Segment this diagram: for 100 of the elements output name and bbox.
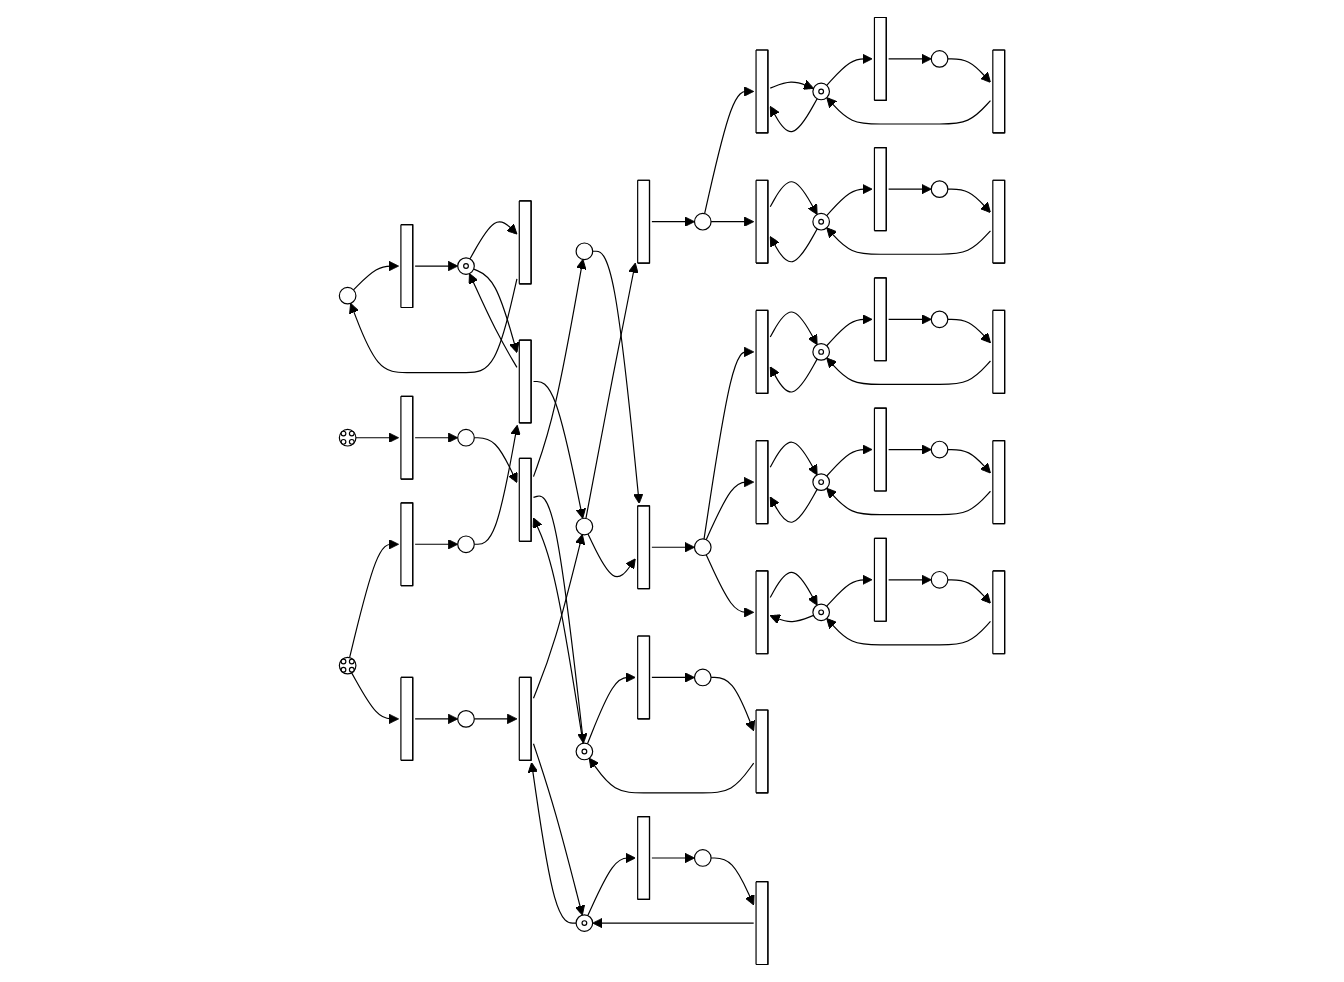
arc-arrow	[888, 574, 932, 585]
place-circle	[457, 710, 475, 728]
arc-arrow	[826, 444, 873, 477]
place-circle	[338, 428, 357, 447]
arc-arrow	[651, 672, 695, 683]
arc-arrow	[414, 260, 459, 272]
arc-arrow	[769, 358, 818, 393]
arc-arrow	[527, 762, 577, 924]
arc-arrow	[826, 314, 873, 347]
transition-bar	[518, 457, 532, 542]
arc-arrow	[651, 542, 695, 553]
place-circle	[693, 849, 712, 867]
arc-arrow	[349, 539, 399, 659]
arc-arrow	[651, 216, 695, 227]
place-circle	[338, 656, 357, 675]
arc-arrow	[349, 278, 518, 374]
transition-bar	[873, 407, 887, 492]
transition-bar	[518, 339, 532, 424]
transition-bar	[992, 49, 1006, 134]
transition-bar	[992, 179, 1006, 264]
arc-arrow	[352, 260, 399, 291]
transition-bar	[400, 676, 414, 761]
arc-arrow	[947, 318, 991, 344]
arc-arrow	[473, 713, 518, 725]
arc-arrow	[532, 495, 588, 744]
arc-arrow	[587, 533, 636, 578]
arc-arrow	[532, 743, 586, 916]
arc-arrow	[769, 311, 818, 346]
place-circle	[812, 473, 831, 491]
arc-arrow	[888, 53, 932, 65]
arc-arrow	[532, 258, 587, 478]
arc-arrow	[769, 228, 818, 263]
arc-arrow	[703, 346, 755, 540]
arc-arrow	[710, 676, 756, 732]
transition-bar	[755, 309, 769, 394]
place-circle	[812, 82, 831, 101]
transition-bar	[873, 277, 887, 362]
arc-arrow	[588, 757, 755, 794]
arc-arrow	[532, 517, 584, 744]
arc-arrow	[473, 268, 520, 353]
arc-arrow	[826, 487, 992, 516]
place-circle	[812, 212, 831, 231]
transition-bar	[637, 815, 651, 900]
transition-bar	[755, 881, 769, 966]
arc-arrow	[592, 917, 755, 929]
transition-bar	[755, 570, 769, 655]
arc-arrow	[355, 432, 399, 443]
place-circle	[338, 286, 357, 305]
transition-bar	[400, 224, 414, 309]
place-circle	[930, 570, 949, 589]
arc-arrow	[826, 183, 873, 217]
transition-bar	[400, 395, 414, 480]
transition-bar	[637, 505, 651, 590]
arc-arrow	[651, 852, 695, 864]
transition-bar	[755, 49, 769, 134]
arc-arrow	[586, 672, 636, 745]
transition-bar	[755, 440, 769, 525]
transition-bar	[873, 147, 887, 232]
arc-arrow	[705, 476, 755, 541]
place-circle	[812, 603, 831, 622]
arc-arrow	[704, 86, 755, 215]
place-circle	[693, 212, 712, 231]
transition-bar	[518, 200, 532, 285]
place-circle	[930, 310, 949, 329]
place-circle	[457, 257, 475, 275]
arc-arrow	[585, 262, 639, 519]
arc-arrow	[710, 857, 755, 906]
arc-arrow	[414, 713, 459, 725]
arc-arrow	[414, 432, 459, 443]
transition-bar	[637, 635, 651, 720]
arc-arrow	[826, 53, 873, 86]
transition-bar	[992, 570, 1006, 655]
transition-bar	[755, 179, 769, 264]
arc-arrow	[888, 444, 932, 455]
transition-bar	[992, 440, 1006, 525]
arc-arrow	[769, 80, 814, 90]
transition-bar	[518, 676, 532, 761]
arc-arrow	[468, 273, 518, 368]
place-circle	[930, 440, 949, 459]
arc-arrow	[592, 250, 644, 504]
place-circle	[575, 242, 594, 261]
arc-arrow	[888, 314, 932, 325]
arc-arrow	[769, 441, 818, 476]
arc-arrow	[769, 571, 818, 606]
transition-bar	[637, 179, 651, 264]
transition-bar	[873, 537, 887, 622]
arc-arrow	[414, 539, 459, 550]
place-circle	[457, 428, 475, 447]
place-circle	[812, 343, 831, 361]
arc-arrow	[473, 424, 521, 545]
place-circle	[575, 742, 594, 761]
arc-arrow	[947, 449, 991, 474]
place-circle	[693, 668, 712, 687]
arc-arrow	[826, 574, 873, 607]
arc-arrow	[769, 181, 818, 215]
arc-arrow	[710, 216, 755, 227]
arc-arrow	[705, 554, 755, 618]
place-circle	[575, 914, 594, 932]
arc-arrow	[769, 98, 818, 133]
transition-bar	[400, 502, 414, 587]
